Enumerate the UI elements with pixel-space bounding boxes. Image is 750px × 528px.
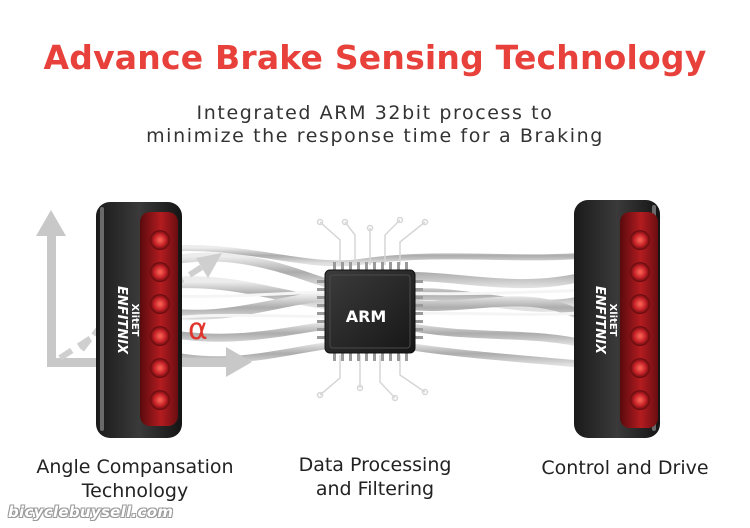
headline: Advance Brake Sensing Technology xyxy=(43,38,707,77)
left-brand: ENFITNIX xyxy=(114,286,129,355)
tilted-vertical xyxy=(80,298,122,352)
caption-angle-compensation: Angle Compansation Technology xyxy=(10,455,260,503)
caption-left-line-2: Technology xyxy=(81,480,189,502)
caption-data-processing: Data Processing and Filtering xyxy=(270,453,480,501)
subtitle-line-2: minimize the response time for a Braking xyxy=(146,125,604,147)
right-model: XlitET xyxy=(607,304,618,337)
left-model: XlitET xyxy=(129,304,140,337)
caption-control-drive: Control and Drive xyxy=(541,457,709,479)
caption-left-line-1: Angle Compansation xyxy=(36,456,234,478)
watermark: bicyclebuysell.com xyxy=(8,503,174,521)
angle-alpha: α xyxy=(188,312,208,347)
caption-center-line-1: Data Processing xyxy=(298,454,452,476)
right-brand: ENFITNIX xyxy=(592,286,607,355)
left-tail-light: ENFITNIX XlitET xyxy=(96,202,182,438)
chip-label: ARM xyxy=(346,307,387,326)
right-tail-light: ENFITNIX XlitET xyxy=(574,200,660,438)
subtitle-line-1: Integrated ARM 32bit process to xyxy=(196,102,554,124)
arm-chip: ARM xyxy=(324,269,416,354)
tilted-axis-arrow xyxy=(196,253,222,278)
circuit-traces xyxy=(316,216,429,402)
chip-pins xyxy=(317,262,423,361)
caption-center-line-2: and Filtering xyxy=(315,478,435,500)
